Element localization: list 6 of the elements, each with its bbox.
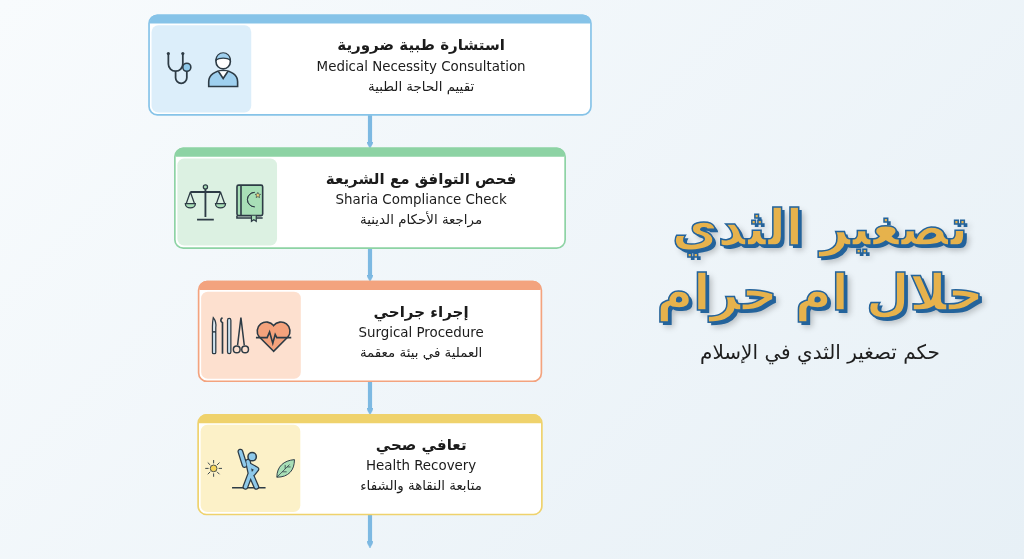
arrow [366, 248, 374, 282]
title: تصغير الثدي حلال ام حرام [655, 197, 985, 325]
arrow [366, 381, 374, 416]
arrow [366, 514, 374, 549]
arrow [366, 114, 374, 149]
subtitle: حكم تصغير الثدي في الإسلام [700, 339, 940, 364]
